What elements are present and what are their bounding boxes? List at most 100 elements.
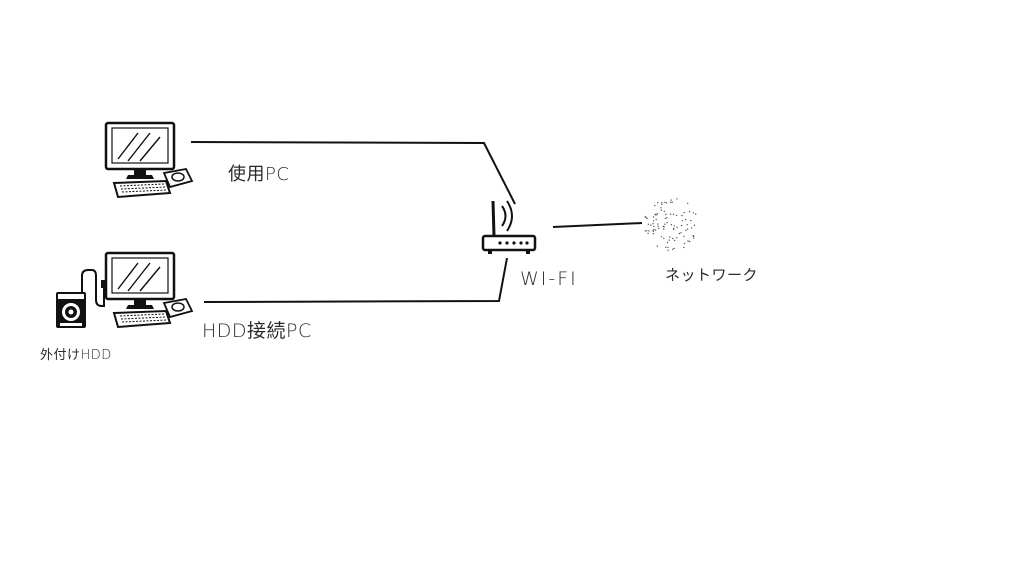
mouse-icon — [162, 297, 194, 319]
network-dot — [671, 201, 673, 203]
network-dot — [683, 211, 685, 214]
network-dot — [661, 202, 663, 204]
network-dot — [681, 214, 683, 217]
network-dot — [683, 242, 686, 245]
network-dot — [648, 230, 650, 232]
hdd-label: 外付けHDD — [40, 348, 112, 363]
wifi-label: WI-FI — [520, 268, 578, 290]
network-dot — [688, 211, 691, 213]
network-dot — [660, 236, 663, 238]
network-dot — [660, 207, 662, 209]
network-dot — [656, 213, 658, 215]
desktop-pc-icon — [104, 121, 194, 199]
network-dot — [652, 216, 655, 218]
network-dot — [667, 249, 669, 251]
network-dot — [668, 239, 670, 241]
network-dot — [666, 217, 668, 219]
network-dot — [676, 226, 678, 229]
keyboard-icon — [112, 309, 172, 329]
network-dot — [665, 202, 668, 204]
network-dot — [681, 220, 683, 222]
network-dot — [665, 246, 667, 248]
network-dot — [678, 232, 681, 235]
network-dot — [687, 240, 689, 242]
pc2-label: HDD接続PC — [202, 320, 312, 342]
network-dot — [670, 224, 673, 226]
network-dot — [669, 236, 671, 238]
network-dot — [690, 219, 692, 222]
keyboard-icon — [112, 179, 172, 199]
network-dot — [686, 228, 689, 230]
network-dot — [652, 233, 655, 235]
network-dot — [666, 241, 669, 244]
network-dot — [672, 237, 674, 240]
network-dot — [652, 230, 655, 232]
network-dot — [670, 199, 672, 201]
network-dot — [674, 239, 676, 242]
wifi-router-icon — [481, 200, 537, 254]
network-dot — [654, 229, 657, 231]
network-dot — [664, 223, 666, 225]
network-dot — [680, 232, 682, 234]
network-dot — [688, 240, 691, 243]
network-dot — [660, 209, 662, 211]
network-dot — [663, 228, 665, 230]
network-dot — [653, 220, 655, 222]
pc1-label: 使用PC — [228, 164, 290, 185]
network-dot — [680, 224, 683, 227]
external-hdd-icon — [56, 269, 107, 328]
network-dot — [661, 203, 663, 205]
network-dot — [683, 235, 685, 238]
network-dot — [647, 232, 649, 234]
network-dot — [663, 226, 665, 228]
network-label: ネットワーク — [665, 266, 759, 284]
network-dot — [685, 229, 687, 231]
network-dot — [644, 215, 646, 218]
network-dot — [673, 225, 676, 227]
network-dot — [685, 219, 687, 221]
network-dot — [676, 214, 678, 217]
link-pc2-to-router — [203, 257, 508, 303]
network-dot — [647, 223, 650, 225]
network-dot — [672, 227, 675, 230]
network-cloud-icon — [644, 198, 697, 251]
network-dot — [665, 213, 667, 216]
network-dot — [693, 237, 695, 239]
network-dot — [693, 224, 696, 226]
network-dot — [657, 225, 659, 228]
network-dot — [673, 247, 675, 250]
network-dot — [664, 201, 666, 203]
network-dot — [646, 217, 648, 219]
network-dot — [657, 223, 659, 225]
link-pc1-to-router — [190, 141, 516, 205]
network-dot — [663, 210, 665, 213]
network-dot — [652, 223, 654, 225]
network-dot — [690, 227, 693, 229]
network-dot — [656, 245, 659, 247]
network-dot — [655, 218, 657, 221]
link-router-to-network — [552, 222, 643, 228]
network-dot — [676, 198, 678, 200]
network-dot — [692, 235, 695, 237]
network-dot — [695, 213, 697, 215]
network-dot — [654, 213, 656, 215]
network-dot — [664, 217, 667, 220]
network-dot — [666, 221, 668, 224]
mouse-icon — [162, 167, 194, 189]
network-dot — [650, 224, 652, 226]
network-dot — [669, 213, 672, 215]
desktop-pc-icon — [104, 251, 194, 329]
network-dot — [683, 246, 685, 249]
network-dot — [658, 227, 660, 230]
network-dot — [669, 201, 672, 204]
network-dot — [672, 248, 674, 250]
network-dot — [654, 204, 656, 207]
network-dot — [692, 212, 695, 214]
network-dot — [676, 237, 678, 239]
network-dot — [686, 224, 688, 226]
network-dot — [644, 230, 646, 232]
network-dot — [653, 225, 655, 228]
network-dot — [645, 216, 647, 219]
network-dot — [656, 202, 659, 204]
